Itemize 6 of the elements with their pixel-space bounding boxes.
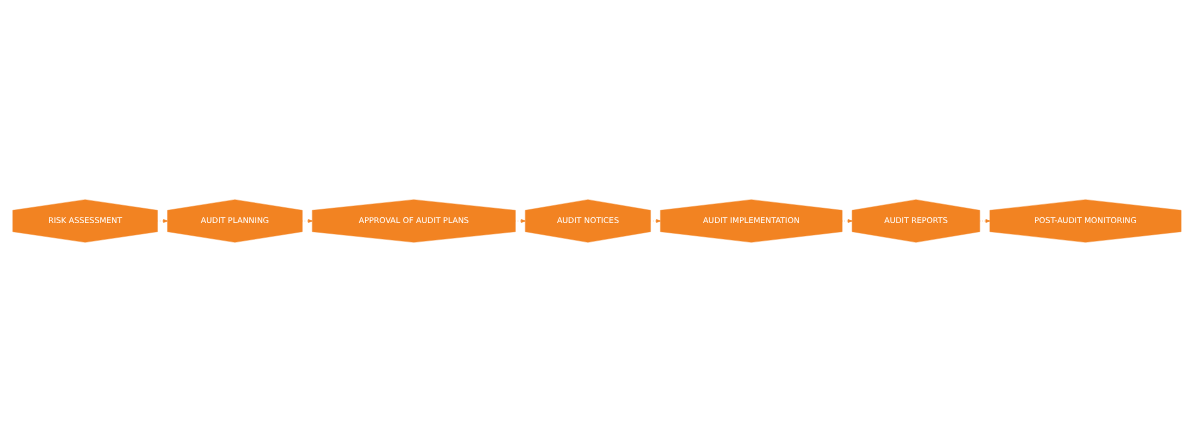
arrow [841,218,853,223]
arrow [515,218,526,223]
arrow [157,218,168,223]
arrow [302,218,313,223]
arrow [979,218,991,223]
arrow [650,218,661,223]
